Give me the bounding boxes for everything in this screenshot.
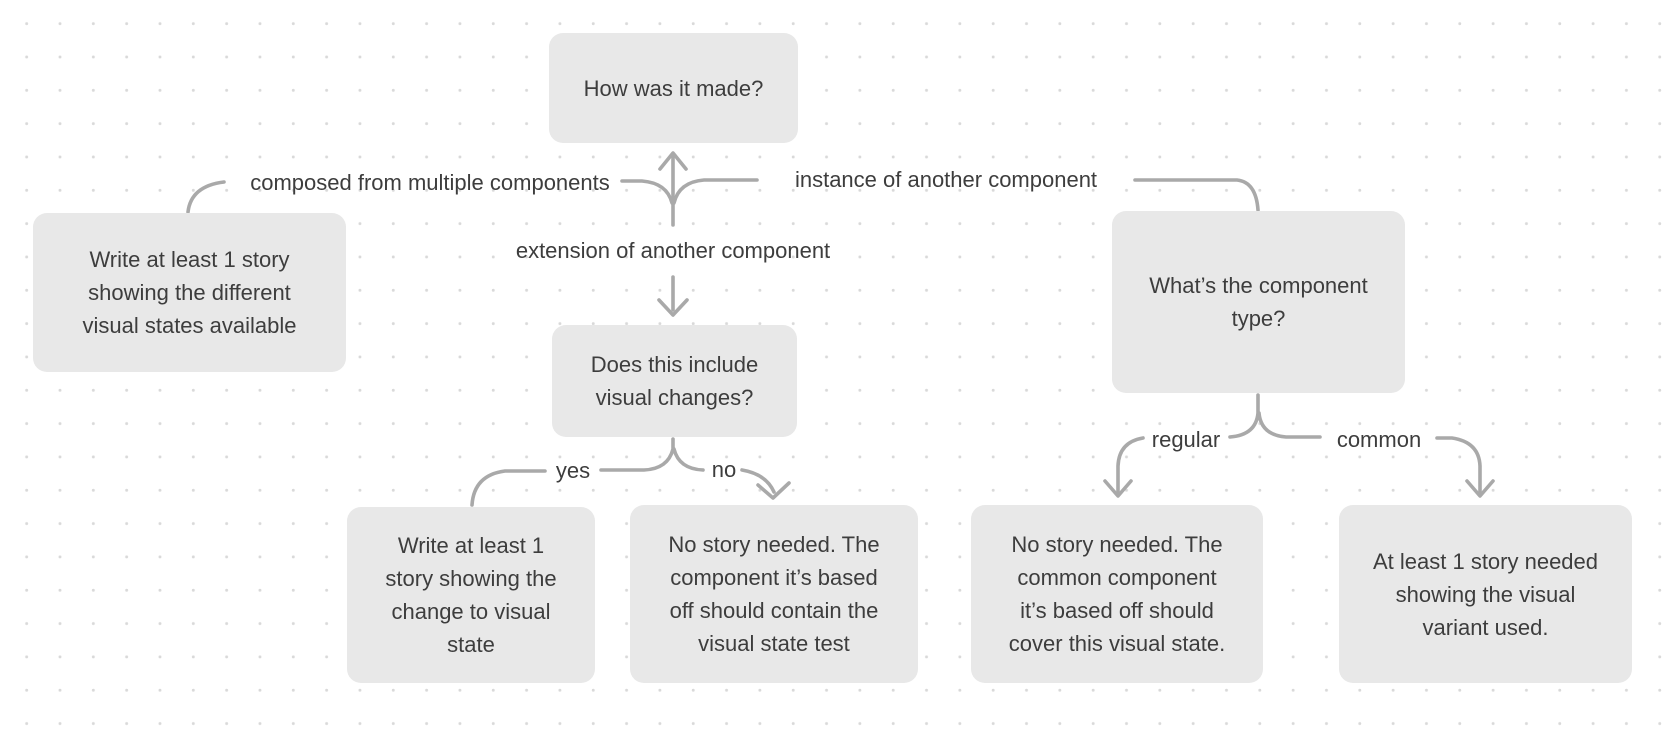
arrowhead-down-visual-changes xyxy=(657,298,689,317)
edge-composed-left-segment xyxy=(186,180,226,214)
arrowhead-up-how xyxy=(658,151,688,171)
edge-fork-yes xyxy=(599,437,675,472)
edge-common-to-box xyxy=(1435,436,1482,494)
edge-fork-no xyxy=(672,447,705,472)
edge-label-instance: instance of another component xyxy=(794,167,1098,192)
edge-fork-regular xyxy=(1228,393,1260,439)
node-story-visual-variant-used: At least 1 story needed showing the visu… xyxy=(1339,505,1632,683)
edge-label-composed: composed from multiple components xyxy=(250,170,610,195)
edge-label-no: no xyxy=(711,457,737,482)
arrowhead-down-common xyxy=(1465,479,1495,498)
node-write-story-change-visual-state: Write at least 1 story showing the chang… xyxy=(347,507,595,683)
edge-instance-left-segment xyxy=(672,178,759,205)
edge-label-extension: extension of another component xyxy=(515,238,831,263)
edge-label-regular: regular xyxy=(1151,427,1221,452)
node-no-story-component-contains-test: No story needed. The component it’s base… xyxy=(630,505,918,683)
edge-yes-to-box xyxy=(470,469,547,507)
edge-composed-right-segment xyxy=(620,179,674,205)
edge-instance-right-segment xyxy=(1133,178,1260,212)
edge-label-yes: yes xyxy=(555,458,591,483)
node-no-story-common-covers-state: No story needed. The common component it… xyxy=(971,505,1263,683)
edge-regular-to-box xyxy=(1116,436,1145,494)
node-write-story-visual-states: Write at least 1 story showing the diffe… xyxy=(33,213,346,372)
edge-fork-common xyxy=(1257,411,1322,439)
arrowhead-down-regular xyxy=(1103,479,1133,498)
edge-no-to-box xyxy=(740,468,776,494)
arrowhead-down-no xyxy=(756,481,791,500)
node-whats-component-type: What’s the component type? xyxy=(1112,211,1405,393)
node-how-was-it-made: How was it made? xyxy=(549,33,798,143)
edge-label-common: common xyxy=(1336,427,1422,452)
node-does-include-visual-changes: Does this include visual changes? xyxy=(552,325,797,437)
